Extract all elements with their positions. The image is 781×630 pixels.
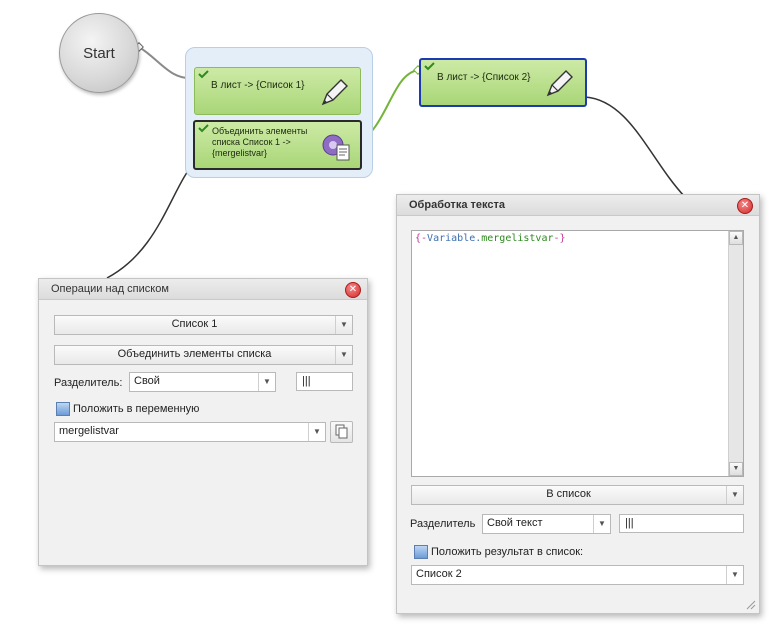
copy-button[interactable] <box>330 421 353 443</box>
success-check-icon <box>198 70 209 79</box>
panel-title: Обработка текста <box>409 199 505 211</box>
chevron-down-icon[interactable]: ▼ <box>726 486 743 504</box>
list-operations-panel: Операции над списком ✕ Список 1 ▼ Объеди… <box>38 278 368 566</box>
close-icon[interactable]: ✕ <box>345 282 361 298</box>
start-node[interactable]: Start <box>59 13 139 93</box>
separator-type-select[interactable]: Свой текст ▼ <box>482 514 611 534</box>
separator-type-value: Свой <box>134 375 160 387</box>
vertical-scrollbar[interactable]: ▲ ▼ <box>728 231 743 476</box>
wire-node3-to-textpanel <box>584 96 686 198</box>
action-node-merge-list[interactable]: Объединить элементы списка Список 1 -> {… <box>193 120 362 170</box>
mode-select[interactable]: В список ▼ <box>411 485 744 505</box>
save-result-label: Положить результат в список: <box>431 546 584 558</box>
resize-grip-icon[interactable] <box>744 598 756 610</box>
chevron-down-icon[interactable]: ▼ <box>335 316 352 334</box>
panel-title-bar: Обработка текста ✕ <box>397 195 759 216</box>
scroll-down-icon[interactable]: ▼ <box>729 462 743 476</box>
pen-icon <box>321 79 348 106</box>
separator-label: Разделитель: <box>54 377 123 389</box>
copy-icon <box>335 424 348 439</box>
save-to-variable-checkbox[interactable] <box>56 402 70 416</box>
scroll-up-icon[interactable]: ▲ <box>729 231 743 245</box>
gear-document-icon <box>322 134 350 161</box>
text-editor[interactable]: {-Variable.mergelistvar-} ▲ ▼ <box>411 230 744 477</box>
start-label: Start <box>83 44 115 62</box>
chevron-down-icon[interactable]: ▼ <box>258 373 275 391</box>
node2-label: Объединить элементы списка Список 1 -> {… <box>212 126 308 158</box>
chevron-down-icon[interactable]: ▼ <box>308 423 325 441</box>
chevron-down-icon[interactable]: ▼ <box>335 346 352 364</box>
variable-select[interactable]: mergelistvar ▼ <box>54 422 326 442</box>
separator-type-select[interactable]: Свой ▼ <box>129 372 276 392</box>
separator-input[interactable]: ||| <box>619 514 744 533</box>
target-list-select[interactable]: Список 2 ▼ <box>411 565 744 585</box>
separator-input[interactable]: ||| <box>296 372 353 391</box>
wire-node2-to-listpanel <box>106 159 197 279</box>
mode-select-value: В список <box>546 488 591 500</box>
save-result-checkbox[interactable] <box>414 545 428 559</box>
node3-label: В лист -> {Список 2} <box>437 72 531 83</box>
panel-title-bar: Операции над списком ✕ <box>39 279 367 300</box>
list-select-value: Список 1 <box>171 318 218 330</box>
close-icon[interactable]: ✕ <box>737 198 753 214</box>
code-text: {-Variable.mergelistvar-} <box>415 233 566 244</box>
panel-title: Операции над списком <box>51 283 169 295</box>
action-node-add-to-list-1[interactable]: В лист -> {Список 1} <box>194 67 361 115</box>
chevron-down-icon[interactable]: ▼ <box>726 566 743 584</box>
save-to-variable-label: Положить в переменную <box>73 403 200 415</box>
action-node-add-to-list-2[interactable]: В лист -> {Список 2} <box>419 58 587 107</box>
operation-select[interactable]: Объединить элементы списка ▼ <box>54 345 353 365</box>
success-check-icon <box>424 62 435 71</box>
list-select[interactable]: Список 1 ▼ <box>54 315 353 335</box>
chevron-down-icon[interactable]: ▼ <box>593 515 610 533</box>
node1-label: В лист -> {Список 1} <box>211 80 305 91</box>
variable-select-value: mergelistvar <box>59 425 119 437</box>
target-list-value: Список 2 <box>416 568 462 580</box>
text-processing-panel: Обработка текста ✕ {-Variable.mergelistv… <box>396 194 760 614</box>
separator-type-value: Свой текст <box>487 517 543 529</box>
separator-input-value: ||| <box>625 517 634 529</box>
separator-label: Разделитель <box>410 518 476 530</box>
operation-select-value: Объединить элементы списка <box>117 348 272 360</box>
separator-input-value: ||| <box>302 375 311 387</box>
success-check-icon <box>198 124 209 133</box>
pen-icon <box>546 70 573 97</box>
